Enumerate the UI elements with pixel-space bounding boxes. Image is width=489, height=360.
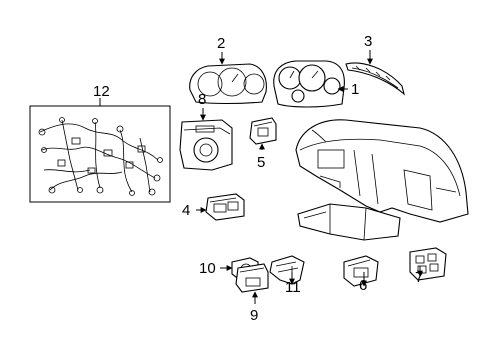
switch-5-group[interactable]: 5: [249, 117, 277, 171]
dashboard-panel: [295, 119, 469, 241]
callout-11: 11: [285, 279, 301, 296]
cluster-lens-group[interactable]: 2: [189, 35, 267, 105]
switch-6-group[interactable]: 6: [343, 255, 379, 294]
switch-6: [343, 255, 379, 287]
switch-7-group[interactable]: 7: [409, 247, 447, 286]
callout-4: 4: [182, 202, 190, 219]
cluster-hood-trim-group[interactable]: 3: [345, 33, 405, 96]
callout-8: 8: [198, 91, 206, 108]
ignition-switch: [179, 119, 233, 171]
callout-1: 1: [351, 81, 359, 98]
wiring-harness-group[interactable]: 12: [29, 83, 171, 203]
switch-9-group[interactable]: 9: [235, 263, 269, 324]
dashboard-panel-group[interactable]: [295, 119, 469, 241]
wiring-harness: [38, 117, 163, 196]
switch-4: [205, 193, 245, 221]
wiring-harness-box: [29, 105, 171, 203]
callout-12: 12: [93, 83, 110, 100]
callout-10: 10: [199, 260, 216, 277]
instrument-cluster: [273, 60, 345, 108]
ignition-switch-group[interactable]: 8: [179, 91, 233, 171]
callout-7: 7: [415, 269, 423, 286]
callout-3: 3: [364, 33, 372, 50]
switch-9: [235, 263, 269, 293]
cluster-lens: [189, 63, 267, 105]
callout-9: 9: [250, 307, 258, 324]
switch-4-group[interactable]: 4: [182, 193, 245, 221]
switch-5: [249, 117, 277, 145]
callout-2: 2: [217, 35, 225, 52]
callout-5: 5: [257, 154, 265, 171]
callout-6: 6: [359, 277, 367, 294]
cluster-hood-trim: [345, 62, 405, 96]
bracket-11-group[interactable]: 11: [269, 255, 305, 296]
instrument-cluster-group[interactable]: 1: [273, 60, 360, 108]
